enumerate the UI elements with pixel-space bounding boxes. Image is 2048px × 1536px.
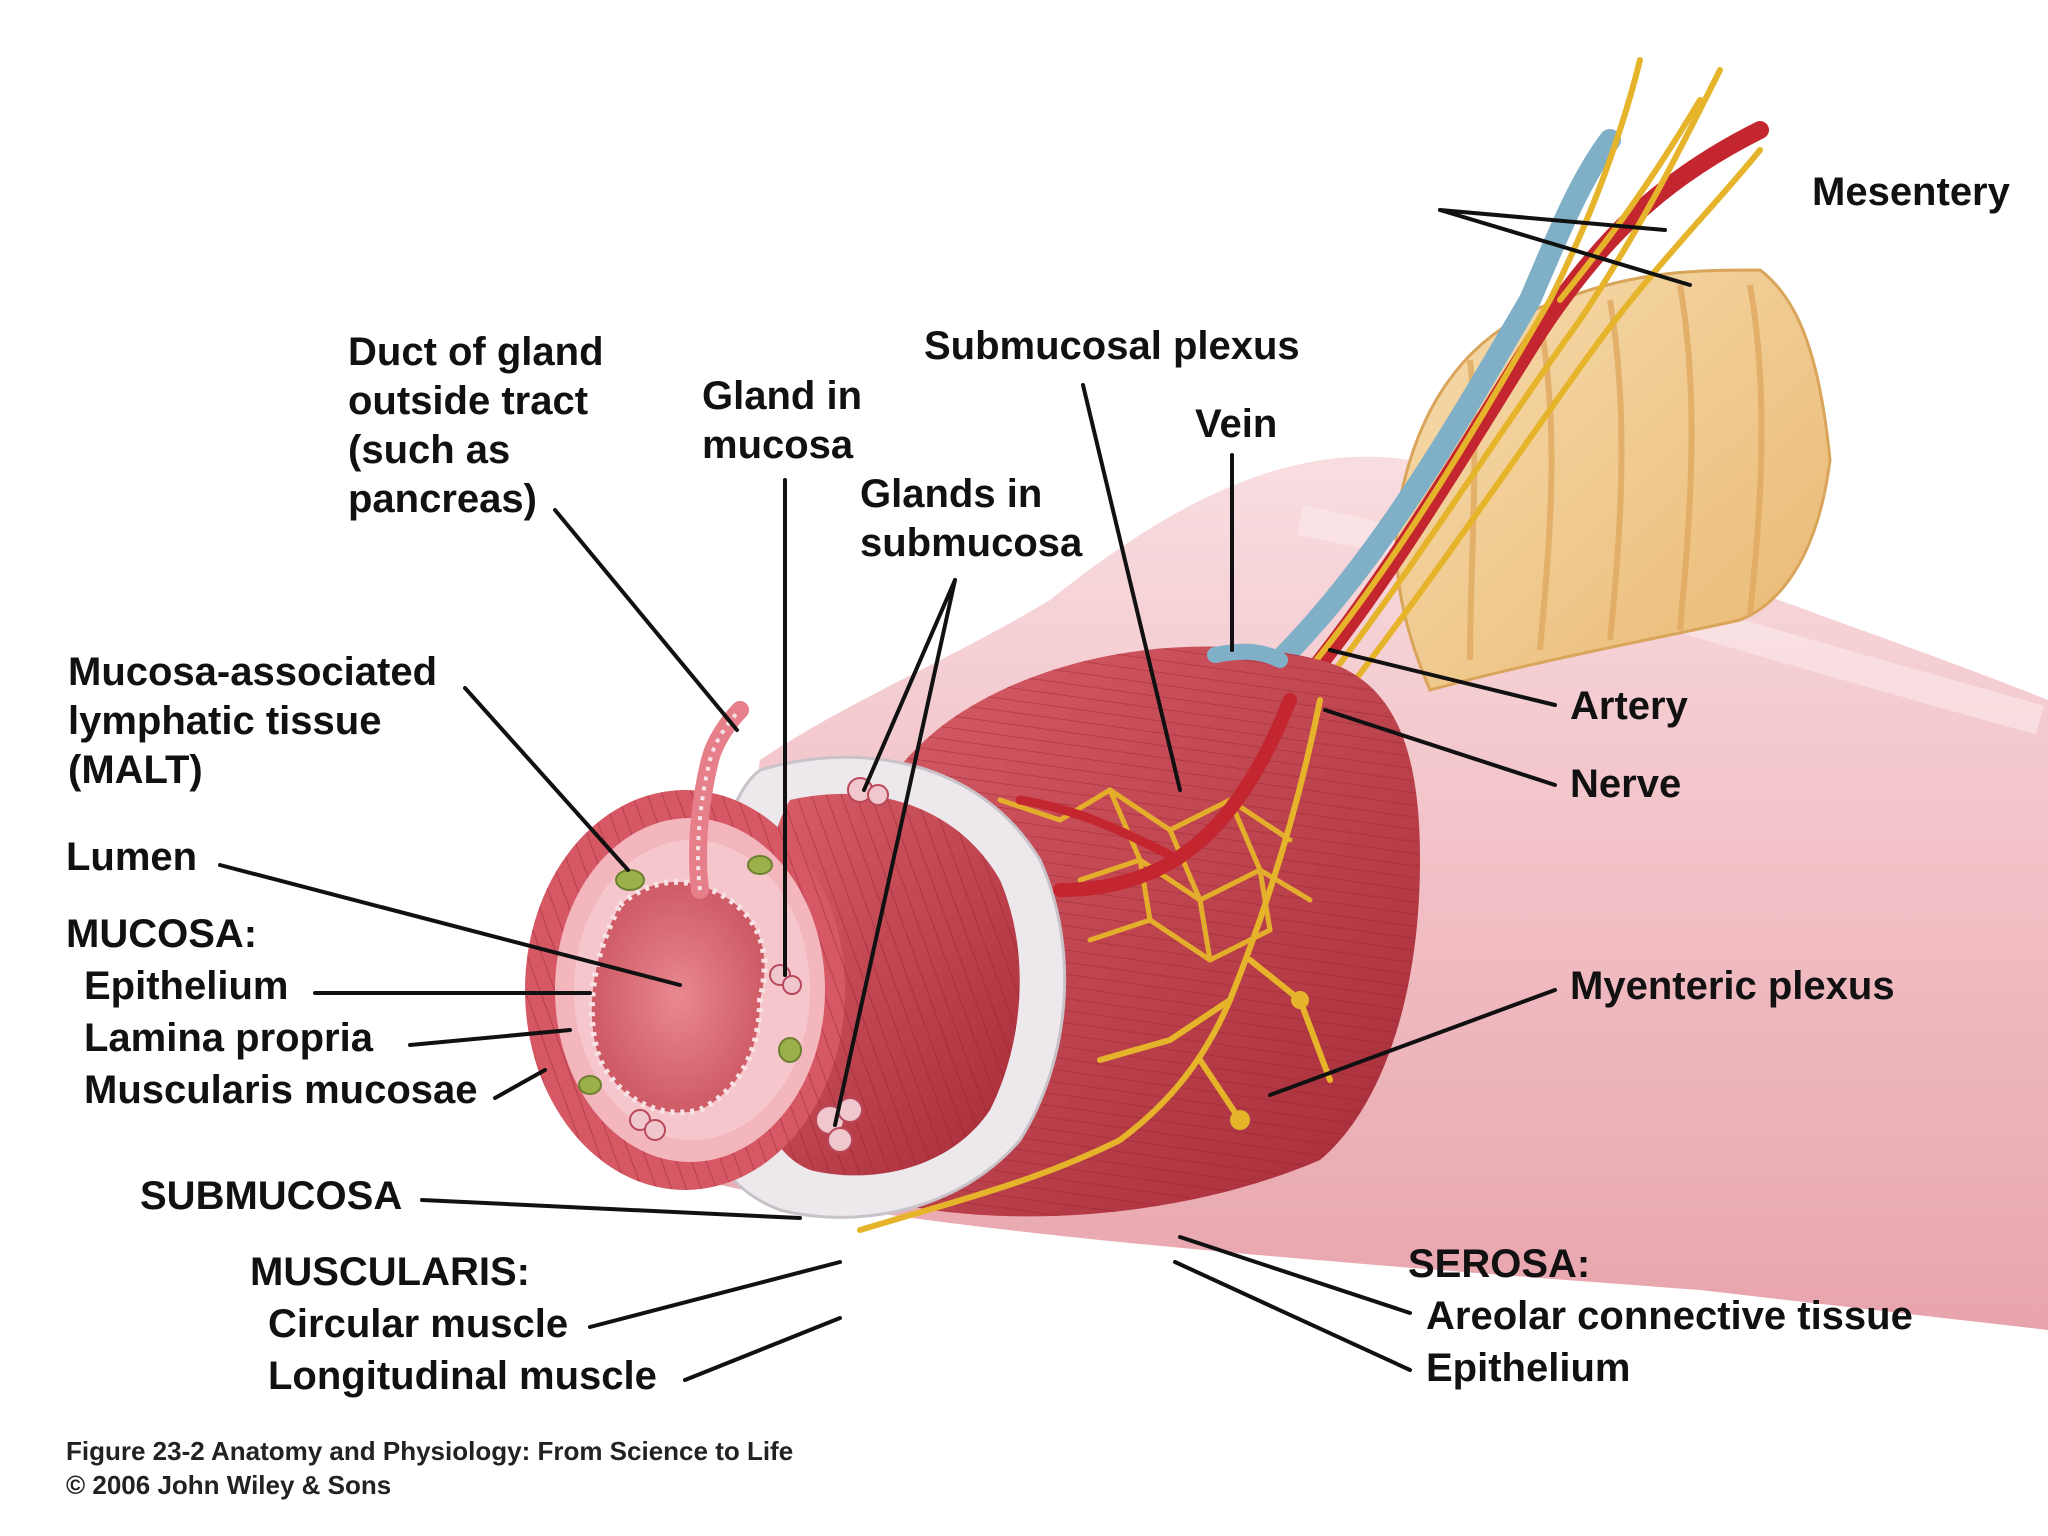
myenteric-plexus-net	[857, 697, 1333, 1233]
myenteric-ganglion	[1230, 1110, 1250, 1130]
label-glands-submucosa-line1: Glands in	[860, 472, 1043, 516]
label-longitudinal-muscle: Longitudinal muscle	[268, 1354, 657, 1398]
label-duct-line4: pancreas)	[348, 477, 537, 521]
mesentery-nerves	[1297, 57, 1763, 703]
label-serosa-epithelium: Epithelium	[1426, 1346, 1631, 1390]
label-circular-muscle: Circular muscle	[268, 1302, 569, 1346]
figure-caption: Figure 23-2 Anatomy and Physiology: From…	[66, 1436, 794, 1466]
label-duct-line2: outside tract	[348, 379, 589, 423]
mesentery-vein-vessel	[1269, 129, 1621, 671]
label-lumen: Lumen	[66, 835, 198, 879]
label-mesentery: Mesentery	[1812, 170, 2010, 214]
label-duct-line3: (such as	[348, 428, 511, 472]
label-gland-mucosa-line2: mucosa	[702, 423, 854, 467]
label-malt-line3: (MALT)	[68, 748, 203, 792]
label-areolar-connective-tissue: Areolar connective tissue	[1426, 1294, 1913, 1338]
label-glands-submucosa-line2: submucosa	[860, 521, 1083, 565]
label-mucosa-heading: MUCOSA:	[66, 912, 258, 956]
label-malt-line1: Mucosa-associated	[68, 650, 438, 694]
mesentery-artery-vessel	[1281, 121, 1769, 709]
label-epithelium: Epithelium	[84, 964, 289, 1008]
label-serosa-heading: SEROSA:	[1408, 1242, 1591, 1286]
vein-vessel	[1207, 643, 1288, 668]
artery-vessel	[1053, 693, 1297, 897]
label-submucosa-heading: SUBMUCOSA	[140, 1174, 403, 1218]
label-duct-line1: Duct of gland	[348, 330, 604, 374]
label-submucosal-plexus: Submucosal plexus	[924, 324, 1300, 368]
label-gland-mucosa-line1: Gland in	[702, 374, 862, 418]
submucosal-plexus-net	[997, 787, 1313, 963]
label-artery: Artery	[1570, 684, 1688, 728]
copyright-line: © 2006 John Wiley & Sons	[66, 1470, 392, 1500]
artery-branch	[1015, 795, 1185, 865]
label-malt-line2: lymphatic tissue	[68, 699, 382, 743]
label-muscularis-heading: MUSCULARIS:	[250, 1250, 530, 1294]
myenteric-ganglion	[1291, 991, 1309, 1009]
label-myenteric-plexus: Myenteric plexus	[1570, 964, 1895, 1008]
leader-lines	[218, 208, 1692, 1382]
label-muscularis-mucosae: Muscularis mucosae	[84, 1068, 478, 1112]
label-nerve: Nerve	[1570, 762, 1682, 806]
label-vein: Vein	[1195, 402, 1278, 446]
lumen-shape	[588, 878, 768, 1116]
label-lamina-propria: Lamina propria	[84, 1016, 373, 1060]
